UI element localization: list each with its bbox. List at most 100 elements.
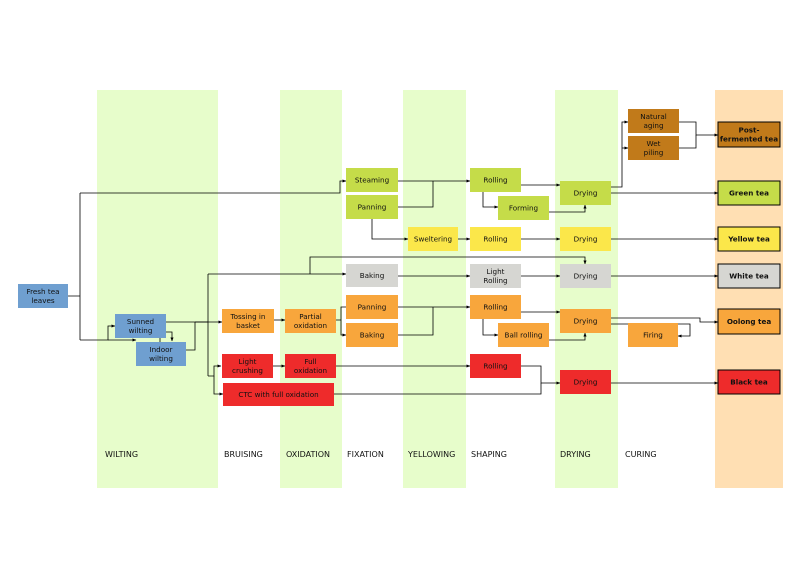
node-box: [628, 136, 679, 160]
node-label: Baking: [360, 331, 385, 340]
node-panning-o: Panning: [346, 295, 398, 319]
edge-wilt-to-ctc: [213, 376, 224, 396]
node-label: Sunned: [127, 317, 154, 326]
band-final-product: [715, 90, 783, 488]
node-label: crushing: [232, 366, 263, 375]
edge-wilt-to-light-crushing: [208, 364, 222, 377]
edge-rolling-to-ball: [482, 318, 499, 337]
edge-ctc-to-black: [334, 383, 542, 395]
node-label: Rolling: [483, 176, 507, 185]
edge-firing-to-oolong: [611, 317, 719, 324]
node-label: Drying: [574, 317, 598, 326]
node-label: Rolling: [483, 276, 507, 285]
node-label: Rolling: [483, 303, 507, 312]
node-label: Drying: [574, 235, 598, 244]
edge-forming-to-drying: [549, 204, 587, 213]
edge-panning-to-sweltering: [371, 219, 409, 241]
node-label: aging: [643, 121, 663, 130]
edge-rolling-to-forming: [482, 192, 499, 209]
band-oxidation: [280, 90, 342, 488]
node-label: oxidation: [294, 321, 327, 330]
stage-labels: WILTING BRUISING OXIDATION FIXATION YELL…: [105, 450, 657, 459]
edge-ball-to-drying: [549, 332, 587, 341]
node-label: fermented tea: [720, 135, 778, 144]
node-box: [717, 308, 781, 335]
node-rolling-g: Rolling: [470, 168, 521, 192]
node-box: [628, 323, 678, 347]
node-label: Baking: [360, 271, 385, 280]
node-ctc: CTC with full oxidation: [223, 383, 334, 406]
node-box: [470, 264, 521, 288]
node-box: [346, 195, 398, 219]
node-box: [470, 354, 521, 378]
node-label: Oolong tea: [727, 317, 772, 326]
stage-label-wilting: WILTING: [105, 450, 138, 459]
edge-fresh-to-sunned: [80, 324, 116, 341]
node-box: [470, 227, 521, 251]
node-box: [18, 284, 68, 308]
node-label: Partial: [299, 312, 322, 321]
node-box: [136, 342, 186, 366]
node-label: Natural: [640, 112, 667, 121]
node-label: White tea: [729, 272, 769, 281]
node-box: [560, 181, 611, 205]
edge-piling-to-post: [679, 135, 697, 149]
node-rolling-b: Rolling: [470, 354, 521, 378]
node-box: [717, 180, 781, 206]
edge-fresh-trunk: [68, 193, 81, 340]
node-box: [115, 314, 166, 338]
band-drying: [555, 90, 618, 488]
node-label: wilting: [129, 326, 153, 335]
node-label: Drying: [574, 378, 598, 387]
node-label: Light: [239, 357, 257, 366]
node-label: Tossing in: [229, 312, 265, 321]
stage-label-oxidation: OXIDATION: [286, 450, 330, 459]
stage-label-bruising: BRUISING: [224, 450, 263, 459]
node-label: Indoor: [150, 345, 173, 354]
node-black: Black tea: [717, 369, 781, 395]
node-green: Green tea: [717, 180, 781, 206]
stage-label-drying: DRYING: [560, 450, 591, 459]
node-label: Yellow tea: [727, 235, 770, 244]
node-firing: Firing: [628, 323, 678, 347]
edge-panning-merge: [398, 181, 434, 208]
node-box: [346, 168, 398, 192]
node-rolling-y: Rolling: [470, 227, 521, 251]
node-white: White tea: [717, 263, 781, 289]
node-drying-o: Drying: [560, 309, 611, 333]
node-label: Steaming: [355, 176, 389, 185]
node-box: [470, 168, 521, 192]
band-wilting: [97, 90, 218, 488]
node-box: [346, 295, 398, 319]
stage-bands: [97, 90, 783, 488]
node-label: oxidation: [294, 366, 327, 375]
edge-drying-to-aging: [611, 120, 629, 188]
node-label: Black tea: [730, 378, 768, 387]
node-label: Light: [487, 267, 505, 276]
node-label: Post-: [739, 126, 760, 135]
node-label: Green tea: [729, 189, 769, 198]
node-box: [222, 354, 273, 378]
node-steaming: Steaming: [346, 168, 398, 192]
node-drying-y: Drying: [560, 227, 611, 251]
node-label: Ball rolling: [505, 331, 543, 340]
node-label: Firing: [643, 331, 663, 340]
node-label: Rolling: [483, 362, 507, 371]
node-box: [628, 109, 679, 133]
stage-label-curing: CURING: [625, 450, 657, 459]
node-box: [408, 227, 458, 251]
edge-baking-merge: [398, 307, 434, 336]
node-drying-g: Drying: [560, 181, 611, 205]
node-label: Forming: [509, 204, 538, 213]
edge-partial-split: [336, 306, 346, 335]
node-yellow: Yellow tea: [717, 226, 781, 252]
node-box: [560, 227, 611, 251]
node-label: Wet: [647, 139, 661, 148]
